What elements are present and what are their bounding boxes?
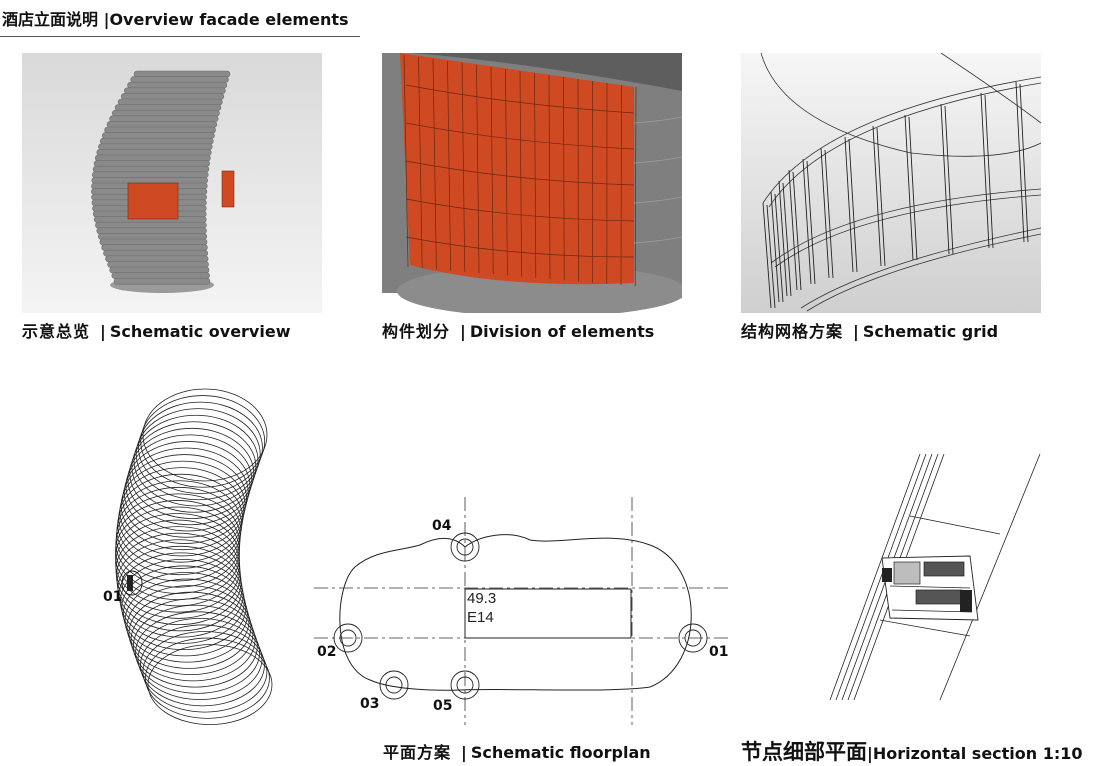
overview-render (22, 53, 322, 313)
section-joint-detail (881, 555, 979, 621)
room-text-line1: 49.3 (467, 590, 496, 607)
floorplan-label-04: 04 (432, 518, 452, 534)
title-cn: 酒店立面说明 (2, 10, 99, 29)
division-orange-cladding (400, 53, 634, 285)
page-title: 酒店立面说明 |Overview facade elements (2, 6, 349, 30)
division-panel-grid (403, 54, 637, 287)
room-text-line2: E14 (467, 609, 494, 626)
axonometric-drawing: 01 (95, 375, 295, 726)
overview-orange-panel-left (127, 182, 179, 220)
caption-floorplan: 平面方案|Schematic floorplan (383, 743, 651, 762)
caption-overview: 示意总览|Schematic overview (22, 322, 291, 341)
floorplan-label-02: 02 (317, 644, 336, 660)
floorplan-label-03: 03 (360, 696, 379, 712)
title-separator: | (103, 10, 110, 29)
caption-division: 构件划分|Division of elements (382, 322, 655, 341)
floorplan-label-05: 05 (433, 698, 452, 714)
caption-section: 节点细部平面|Horizontal section 1:10 (741, 740, 1083, 764)
division-render (382, 53, 682, 313)
title-en: Overview facade elements (109, 10, 349, 29)
section-detail-drawing (820, 450, 1050, 710)
floorplan-drawing: 49.3 E14 04 02 01 03 05 (310, 495, 740, 730)
floorplan-outline (339, 534, 692, 691)
overview-orange-panel-right (221, 170, 235, 208)
detail-callout-05 (450, 670, 480, 700)
axonometric-floor-outlines (115, 388, 273, 726)
detail-callout-01 (678, 623, 708, 653)
axon-detail-marker (127, 575, 133, 591)
detail-callout-04 (450, 532, 480, 562)
overview-floor-slabs (91, 70, 231, 285)
title-underline (0, 36, 360, 37)
caption-grid: 结构网格方案|Schematic grid (741, 322, 999, 341)
detail-callout-02 (333, 623, 363, 653)
axon-label-01: 01 (103, 589, 122, 605)
floorplan-label-01: 01 (709, 644, 728, 660)
detail-callout-03 (379, 670, 409, 700)
grid-vertical-mullions (762, 81, 1029, 309)
grid-render (741, 53, 1041, 313)
floorplan-room (464, 588, 632, 639)
